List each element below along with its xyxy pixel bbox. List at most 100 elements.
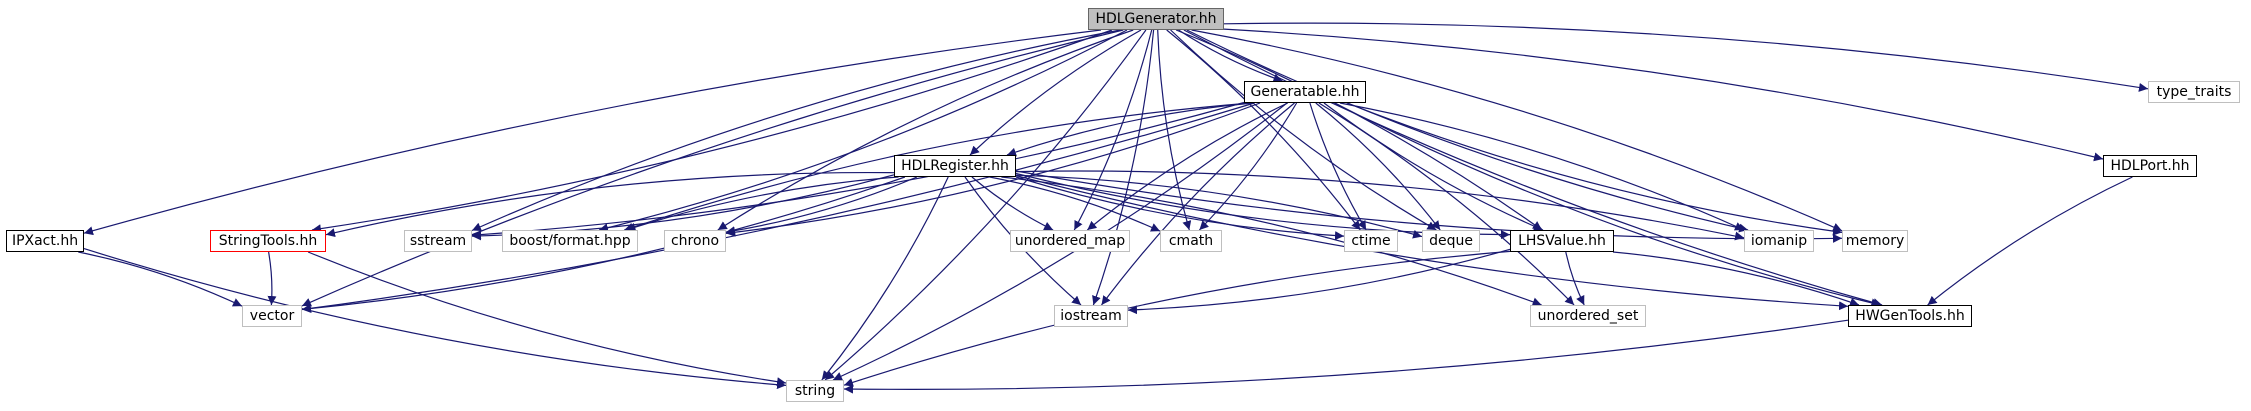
edge-lhsvalue-to-hwgentools [1612, 251, 1860, 307]
edge-generatable-to-vector [301, 102, 1255, 313]
edge-generatable-to-iostream [1101, 102, 1295, 306]
edge-hdlgenerator-to-hdlport [1223, 28, 2104, 162]
edge-hdlgenerator-to-unordered_map [1073, 29, 1153, 231]
node-label: memory [1845, 233, 1905, 249]
node-hdlport[interactable]: HDLPort.hh [2103, 155, 2197, 177]
edge-hdlregister-to-boostformat [626, 176, 899, 232]
edge-hdlgenerator-to-string [824, 29, 1147, 381]
edge-lhsvalue-to-iostream [1127, 248, 1511, 315]
edge-hdlgenerator-to-lhsvalue [1175, 29, 1543, 231]
edge-hdlgenerator-to-memory [1191, 29, 1843, 232]
node-unordered-set[interactable]: unordered_set [1530, 305, 1646, 327]
edge-hdlregister-to-deque [1015, 174, 1423, 239]
node-label: HWGenTools.hh [1855, 308, 1965, 324]
edge-hdlregister-to-unordered_set [1001, 176, 1542, 307]
node-label: StringTools.hh [218, 233, 318, 249]
node-memory[interactable]: memory [1842, 230, 1908, 252]
node-label: HDLPort.hh [2110, 158, 2190, 174]
edge-hdlregister-to-vector [301, 176, 906, 314]
edge-hdlregister-to-ctime [1015, 176, 1345, 241]
edge-generatable-to-sstream [471, 101, 1245, 240]
node-label: type_traits [2156, 84, 2232, 100]
node-label: ctime [1351, 233, 1391, 249]
edge-hdlregister-to-iomanip [1015, 170, 1745, 241]
node-label: HDLGenerator.hh [1095, 11, 1217, 27]
node-hdlregister[interactable]: HDLRegister.hh [894, 155, 1016, 177]
node-vector[interactable]: vector [242, 305, 302, 327]
edge-hdlgenerator-to-stringtools [311, 29, 1113, 234]
edge-hdlregister-to-memory [1015, 170, 1843, 243]
node-type-traits[interactable]: type_traits [2148, 81, 2240, 103]
edge-hdlgenerator-to-boostformat [598, 29, 1128, 233]
edge-hdlgenerator-to-iomanip [1186, 29, 1749, 233]
edge-generatable-to-ctime [1309, 102, 1367, 231]
edge-hdlgenerator-to-hwgentools [1183, 29, 1883, 307]
edge-hdlgenerator-to-cmath [1157, 29, 1192, 231]
node-label: boost/format.hpp [509, 233, 631, 249]
edge-generatable-to-unordered_set [1318, 102, 1575, 306]
edge-generatable-to-deque [1315, 102, 1441, 231]
node-hdlgenerator[interactable]: HDLGenerator.hh [1088, 8, 1224, 30]
edge-hdlregister-to-unordered_map [971, 176, 1054, 231]
edge-ipxact-to-string [83, 248, 787, 390]
node-ctime[interactable]: ctime [1344, 230, 1398, 252]
edge-generatable-to-chrono [725, 102, 1261, 237]
node-label: HDLRegister.hh [901, 158, 1009, 174]
edge-generatable-to-hwgentools [1334, 102, 1881, 308]
edge-generatable-to-unordered_map [1086, 102, 1288, 231]
edge-hdlgenerator-to-type_traits [1223, 22, 2149, 92]
edge-generatable-to-lhsvalue [1323, 102, 1544, 231]
edge-ipxact-to-vector [78, 251, 243, 307]
edge-hdlgenerator-to-generatable [1178, 29, 1283, 83]
node-label: sstream [409, 233, 467, 249]
node-sstream[interactable]: sstream [404, 230, 472, 252]
edge-generatable-to-boostformat [624, 102, 1251, 232]
node-chrono[interactable]: chrono [664, 230, 726, 252]
edge-hwgentools-to-string [843, 319, 1849, 394]
edge-lhsvalue-to-unordered_set [1565, 251, 1585, 306]
node-stringtools[interactable]: StringTools.hh [210, 230, 326, 252]
edge-hdlgenerator-to-ipxact [83, 29, 1102, 236]
edge-generatable-to-memory [1346, 102, 1843, 236]
edge-generatable-to-hdlregister [1006, 102, 1254, 157]
edge-stringtools-to-string [307, 251, 787, 387]
node-label: Generatable.hh [1250, 84, 1360, 100]
node-hwgentools[interactable]: HWGenTools.hh [1848, 305, 1972, 327]
node-label: string [794, 383, 836, 399]
node-label: deque [1429, 233, 1473, 249]
node-string[interactable]: string [786, 380, 844, 402]
edge-hdlgenerator-to-chrono [717, 29, 1134, 231]
edge-hdlgenerator-to-vector [301, 29, 1124, 307]
node-label: chrono [670, 233, 720, 249]
node-label: unordered_set [1537, 308, 1639, 324]
edge-generatable-to-string [832, 102, 1288, 381]
edge-lhsvalue-to-string [843, 250, 1511, 387]
node-label: vector [249, 308, 295, 324]
node-cmath[interactable]: cmath [1160, 230, 1222, 252]
edge-hdlport-to-hwgentools [1927, 176, 2133, 306]
edge-hdlregister-to-string [821, 176, 949, 381]
edge-hdlregister-to-hwgentools [1015, 175, 1849, 311]
edge-stringtools-to-vector [267, 251, 277, 306]
node-unordered-map[interactable]: unordered_map [1010, 230, 1130, 252]
edge-hdlregister-to-chrono [725, 176, 918, 236]
node-generatable[interactable]: Generatable.hh [1244, 81, 1366, 103]
node-label: IPXact.hh [11, 233, 79, 249]
node-label: iomanip [1750, 233, 1808, 249]
edge-hdlregister-to-cmath [989, 176, 1161, 232]
edge-generatable-to-cmath [1198, 102, 1298, 231]
edge-generatable-to-iomanip [1339, 102, 1745, 231]
node-iomanip[interactable]: iomanip [1744, 230, 1814, 252]
node-iostream[interactable]: iostream [1054, 305, 1128, 327]
node-lhsvalue[interactable]: LHSValue.hh [1510, 230, 1614, 252]
node-deque[interactable]: deque [1422, 230, 1480, 252]
node-label: LHSValue.hh [1518, 233, 1606, 249]
node-boost-format[interactable]: boost/format.hpp [502, 230, 638, 252]
node-label: unordered_map [1014, 233, 1126, 249]
edge-hdlregister-to-stringtools [325, 171, 895, 238]
edge-hdlgenerator-to-deque [1170, 29, 1437, 231]
edge-hdlgenerator-to-iostream [1092, 29, 1155, 306]
node-ipxact[interactable]: IPXact.hh [6, 230, 84, 252]
